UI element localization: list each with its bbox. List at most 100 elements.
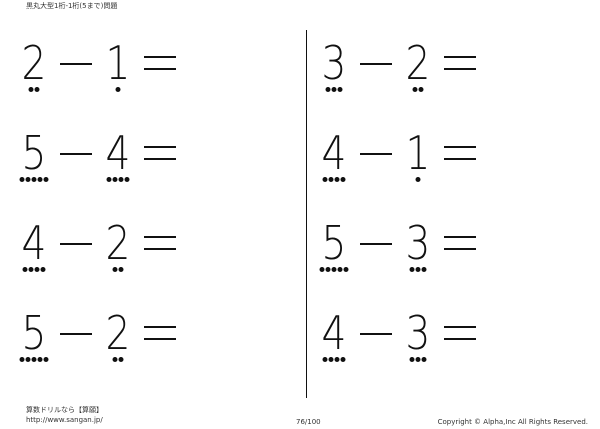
subtrahend: 3	[402, 310, 434, 370]
minus-sign	[56, 310, 96, 356]
subtrahend-digit: 1	[405, 126, 431, 180]
count-dot	[340, 357, 346, 362]
subtrahend-dots	[115, 87, 121, 92]
count-dot	[19, 177, 25, 182]
count-dot	[19, 357, 25, 362]
subtrahend: 2	[102, 220, 134, 280]
count-dot	[421, 267, 427, 272]
minuend-digit: 4	[321, 126, 347, 180]
footer-copyright: Copyright © Alpha,Inc All Rights Reserve…	[437, 418, 588, 426]
subtrahend-digit: 1	[105, 36, 131, 90]
minuend: 3	[318, 40, 350, 100]
subtrahend: 2	[102, 310, 134, 370]
minuend-digit: 3	[321, 36, 347, 90]
equals-bar	[444, 158, 476, 160]
count-dot	[112, 357, 118, 362]
count-dot	[322, 357, 328, 362]
footer-left: 算数ドリルなら【算願】 http://www.sangan.jp/	[26, 405, 103, 425]
count-dot	[118, 357, 124, 362]
subtrahend: 2	[402, 40, 434, 100]
equals-bar	[144, 248, 176, 250]
count-dot	[25, 177, 31, 182]
count-dot	[334, 357, 340, 362]
footer-site-name: 算数ドリルなら【算願】	[26, 406, 103, 414]
equals-sign	[440, 40, 480, 86]
subtrahend-dots	[409, 267, 427, 272]
page-header: 黒丸大型1桁-1桁(5まで)問題	[26, 2, 118, 10]
count-dot	[28, 87, 34, 92]
minus-bar	[60, 333, 92, 335]
equals-bar	[444, 248, 476, 250]
count-dot	[415, 267, 421, 272]
count-dot	[28, 267, 34, 272]
count-dot	[118, 177, 124, 182]
count-dot	[319, 267, 325, 272]
subtrahend: 3	[402, 220, 434, 280]
count-dot	[331, 87, 337, 92]
subtrahend: 1	[102, 40, 134, 100]
minus-sign	[56, 220, 96, 266]
count-dot	[37, 357, 43, 362]
minuend: 5	[18, 310, 50, 370]
minuend-dots	[28, 87, 40, 92]
minuend-dots	[322, 357, 346, 362]
count-dot	[322, 177, 328, 182]
minuend-digit: 4	[321, 306, 347, 360]
count-dot	[34, 267, 40, 272]
equals-sign	[440, 310, 480, 356]
minuend: 4	[318, 130, 350, 190]
minuend: 5	[18, 130, 50, 190]
count-dot	[415, 357, 421, 362]
column-divider	[306, 30, 307, 398]
equals-bar	[444, 338, 476, 340]
minuend-dots	[22, 267, 46, 272]
footer-url[interactable]: http://www.sangan.jp/	[26, 416, 103, 424]
count-dot	[421, 357, 427, 362]
minuend-digit: 5	[21, 126, 47, 180]
equals-bar	[144, 56, 176, 58]
minuend: 5	[318, 220, 350, 280]
count-dot	[328, 357, 334, 362]
count-dot	[337, 87, 343, 92]
minuend-dots	[19, 177, 49, 182]
subtrahend: 4	[102, 130, 134, 190]
minuend-dots	[19, 357, 49, 362]
count-dot	[112, 177, 118, 182]
equals-bar	[144, 146, 176, 148]
minus-sign	[356, 220, 396, 266]
minus-bar	[60, 243, 92, 245]
minus-sign	[356, 310, 396, 356]
equals-bar	[144, 326, 176, 328]
count-dot	[331, 267, 337, 272]
equals-sign	[140, 40, 180, 86]
equals-bar	[144, 236, 176, 238]
minus-sign	[56, 40, 96, 86]
equals-bar	[144, 68, 176, 70]
equals-sign	[140, 130, 180, 176]
minuend: 2	[18, 40, 50, 100]
subtrahend-dots	[106, 177, 130, 182]
subtrahend-digit: 3	[405, 216, 431, 270]
minus-bar	[60, 153, 92, 155]
count-dot	[112, 267, 118, 272]
count-dot	[43, 357, 49, 362]
subtrahend-digit: 2	[105, 216, 131, 270]
count-dot	[328, 177, 334, 182]
minuend: 4	[18, 220, 50, 280]
count-dot	[340, 177, 346, 182]
equals-bar	[444, 56, 476, 58]
equals-sign	[140, 220, 180, 266]
count-dot	[40, 267, 46, 272]
minuend: 4	[318, 310, 350, 370]
minus-bar	[360, 333, 392, 335]
count-dot	[343, 267, 349, 272]
count-dot	[22, 267, 28, 272]
count-dot	[124, 177, 130, 182]
subtrahend-dots	[112, 267, 124, 272]
subtrahend: 1	[402, 130, 434, 190]
